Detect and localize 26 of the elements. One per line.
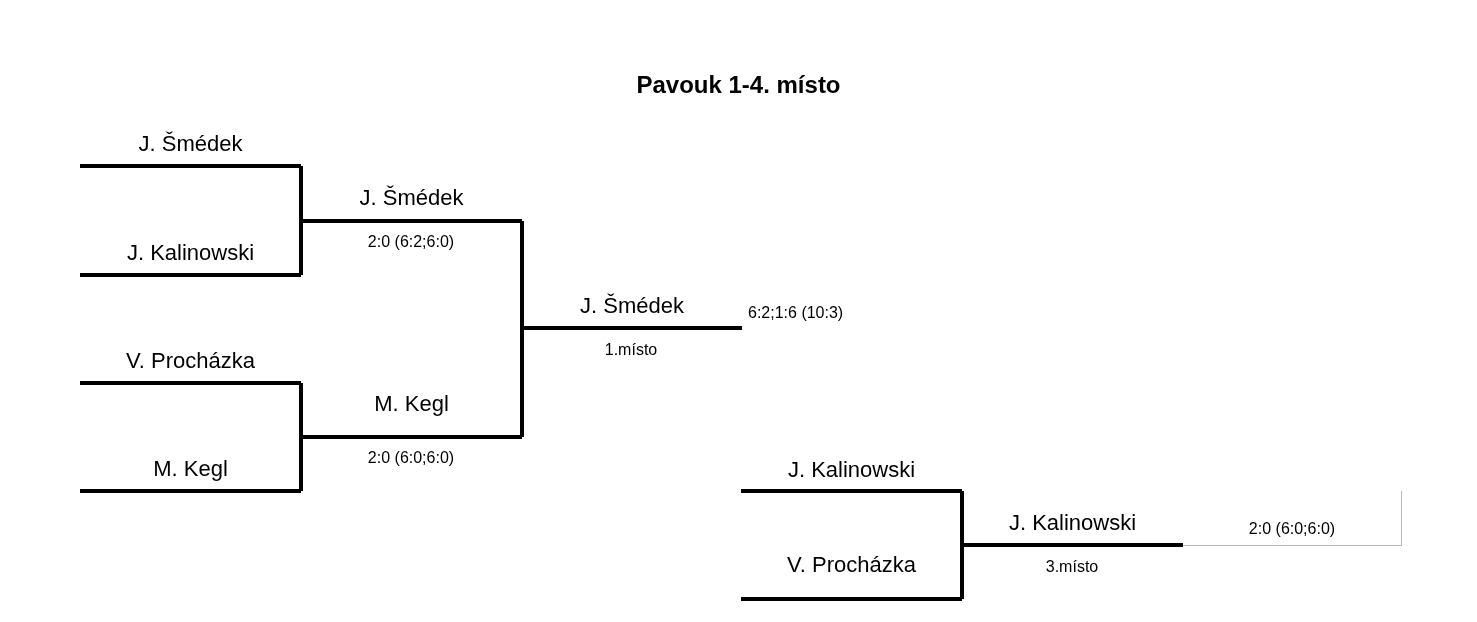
player-name: M. Kegl: [153, 456, 228, 482]
player-name: J. Kalinowski: [787, 457, 916, 483]
player-name: M. Kegl: [374, 391, 449, 417]
bracket-connector: [299, 221, 303, 275]
player-name: J. Kalinowski: [126, 240, 255, 266]
bracket-connector: [960, 545, 964, 599]
player-name: V. Procházka: [126, 348, 255, 374]
match-score: 2:0 (6:2;6:0): [367, 232, 455, 252]
bracket-connector: [299, 437, 303, 491]
player-name: J. Kalinowski: [1008, 510, 1137, 536]
placement-label: 3.místo: [1045, 557, 1099, 577]
player-name: V. Procházka: [787, 552, 916, 578]
placement-label: 1.místo: [604, 340, 658, 360]
player-name: J. Šmédek: [138, 131, 243, 157]
bracket-connector: [520, 221, 524, 328]
diagram-title: Pavouk 1-4. místo: [636, 70, 841, 100]
open-bracket-slot: [1183, 491, 1402, 546]
bracket-connector: [520, 328, 524, 437]
bracket-connector: [299, 166, 303, 221]
match-score: 2:0 (6:0;6:0): [367, 448, 455, 468]
bracket-connector: [299, 383, 303, 437]
player-name: J. Šmédek: [359, 185, 464, 211]
player-name: J. Šmédek: [580, 293, 684, 319]
match-score: 2:0 (6:0;6:0): [1248, 519, 1336, 539]
bracket-connector: [960, 491, 964, 545]
match-score: 6:2;1:6 (10:3): [748, 303, 844, 323]
